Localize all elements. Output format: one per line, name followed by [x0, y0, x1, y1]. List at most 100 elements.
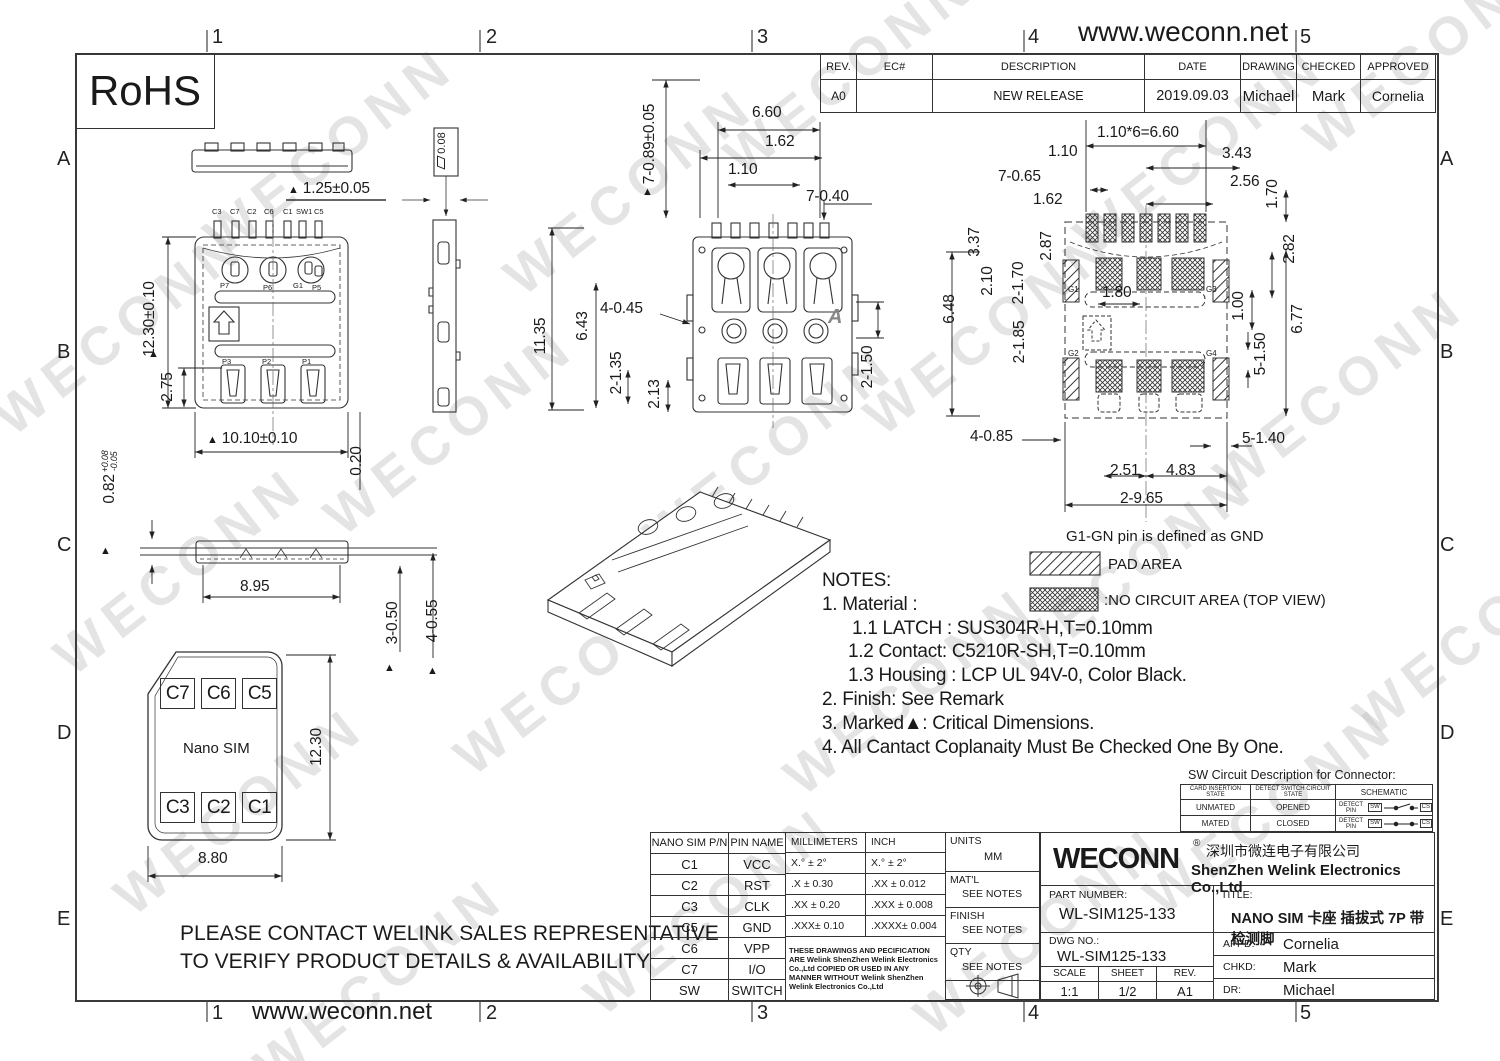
zone-number-bottom-5: 5 [1300, 1002, 1312, 1024]
dim-3-050: 3-0.50 [384, 601, 401, 645]
sw-box: SW [1368, 803, 1382, 812]
approved-header: APPROVED [1360, 53, 1436, 80]
dim-tail-height: 0.82+0.08-0.05 [100, 429, 119, 525]
dim-latch-height: ▲ 1.25±0.05 [288, 180, 370, 198]
note-3: 3. Marked▲: Critical Dimensions. [822, 713, 1095, 734]
gnd-pad-label-g4: G4 [1206, 349, 1217, 358]
sw-header-row: CARD INSERTION STATE DETECT SWITCH CIRCU… [1180, 784, 1433, 800]
title-block: WECONN ® 深圳市微连电子有限公司 ShenZhen Welink Ele… [1040, 832, 1435, 1001]
tol-mm-xx: .XX ± 0.20 [785, 894, 866, 916]
matl-value: SEE NOTES [962, 888, 1023, 900]
contact-label-p1: P1 [302, 357, 312, 366]
title-cell: TITLE: NANO SIM 卡座 插拔式 7P 带检测脚 [1213, 886, 1434, 948]
dim-text: 10.10±0.10 [221, 430, 298, 447]
part-number-cell: PART NUMBER: WL-SIM125-133 [1041, 886, 1214, 932]
card-insertion-state-header: CARD INSERTION STATE [1180, 784, 1251, 800]
note-1-1: 1.1 LATCH : SUS304R-H,T=0.10mm [852, 618, 1153, 639]
table-row: THESE DRAWINGS AND PECIFICATION ARE Weli… [785, 936, 946, 1001]
tol-inch-angle: X.° ± 2° [865, 852, 946, 874]
zone-number-bottom-1: 1 [212, 1002, 224, 1024]
dwg-no-cell: DWG NO.: WL-SIM125-133 [1041, 933, 1213, 967]
appd-value: Cornelia [1283, 936, 1339, 953]
tol-inch-xxxx: .XXXX± 0.004 [865, 915, 946, 937]
zone-number-bottom-4: 4 [1028, 1002, 1040, 1024]
registered-mark: ® [1193, 838, 1201, 849]
detect-pin-label: DETECT PIN [1339, 817, 1364, 830]
dim-343: 3.43 [1222, 145, 1252, 162]
sim-card-label: Nano SIM [183, 740, 250, 757]
critical-mark: ▲ [427, 665, 438, 677]
matl-label: MAT'L [950, 874, 980, 886]
pcb-footprint-view [1062, 205, 1230, 522]
dim-100: 1.00 [1230, 291, 1247, 321]
scale-value: 1:1 [1060, 984, 1079, 999]
opened-cell: OPENED [1250, 799, 1336, 816]
date-value: 2019.09.03 [1144, 79, 1241, 113]
dim-210: 2.10 [979, 266, 996, 296]
dim-2-135: 2-1.35 [608, 351, 625, 395]
flatness-value: 0.08 [436, 132, 448, 154]
rev-value: A1 [1177, 984, 1193, 999]
contact-note-line1: PLEASE CONTACT WELINK SALES REPRESENTATI… [180, 922, 719, 945]
tolerance-lower: -0.05 [108, 451, 119, 472]
qty-value: SEE NOTES [962, 961, 1023, 973]
dim-162: 1.62 [765, 133, 795, 150]
zone-letter-left-d: D [57, 722, 72, 744]
drawing-value: Michael [1240, 79, 1297, 113]
dim-sim-width: 8.80 [198, 850, 228, 867]
website-url-bottom: www.weconn.net [252, 998, 433, 1025]
schematic-header: SCHEMATIC [1335, 784, 1433, 800]
dim-4-055: 4-0.55 [424, 599, 441, 643]
gnd-pad-label-g2: G2 [1068, 349, 1079, 358]
dim-7-040: 7-0.40 [806, 188, 849, 205]
zone-number-top-2: 2 [486, 26, 498, 48]
dim-1135: 11.35 [532, 317, 549, 355]
pin-label-c1: C1 [283, 207, 293, 216]
part-number-label: PART NUMBER: [1049, 889, 1128, 901]
cs-box: CS [1419, 819, 1432, 828]
pin-c3: C3 [650, 895, 729, 917]
sim-pad-c6: C6 [201, 678, 236, 709]
dim-edge-offset: 0.20 [348, 446, 365, 476]
dim-text: 0.82 [101, 474, 119, 504]
brand-logo: WECONN [1053, 843, 1180, 875]
zone-letter-left-a: A [57, 148, 71, 170]
description-header: DESCRIPTION [932, 53, 1145, 80]
website-url-top: www.weconn.net [1078, 16, 1289, 47]
connector-bottom-view [686, 214, 859, 428]
pin-label-sw1: SW1 [296, 207, 313, 216]
connector-side-view-with-card [140, 540, 437, 564]
dim-337: 3.37 [966, 227, 983, 257]
switch-closed-schematic [1383, 821, 1418, 826]
zone-letter-right-e: E [1440, 908, 1454, 930]
rev-value: A0 [820, 79, 857, 113]
checked-header: CHECKED [1296, 53, 1361, 80]
pin-c7-name: I/O [728, 958, 786, 980]
sw-table-title: SW Circuit Description for Connector: [1188, 768, 1396, 782]
sw-circuit-table: CARD INSERTION STATE DETECT SWITCH CIRCU… [1180, 784, 1433, 832]
sim-pad-c7: C7 [160, 678, 195, 709]
switch-open-schematic [1383, 803, 1418, 810]
zone-number-bottom-2: 2 [486, 1002, 498, 1024]
dwg-value: WL-SIM125-133 [1057, 948, 1167, 965]
dim-256: 2.56 [1230, 173, 1260, 190]
ec-header: EC# [856, 53, 933, 80]
description-value: NEW RELEASE [932, 79, 1145, 113]
dr-label: DR: [1223, 984, 1242, 996]
table-row: .X ± 0.30.XX ± 0.012 [785, 873, 946, 895]
finish-label: FINISH [950, 910, 985, 922]
dim-648: 6.48 [941, 294, 958, 324]
